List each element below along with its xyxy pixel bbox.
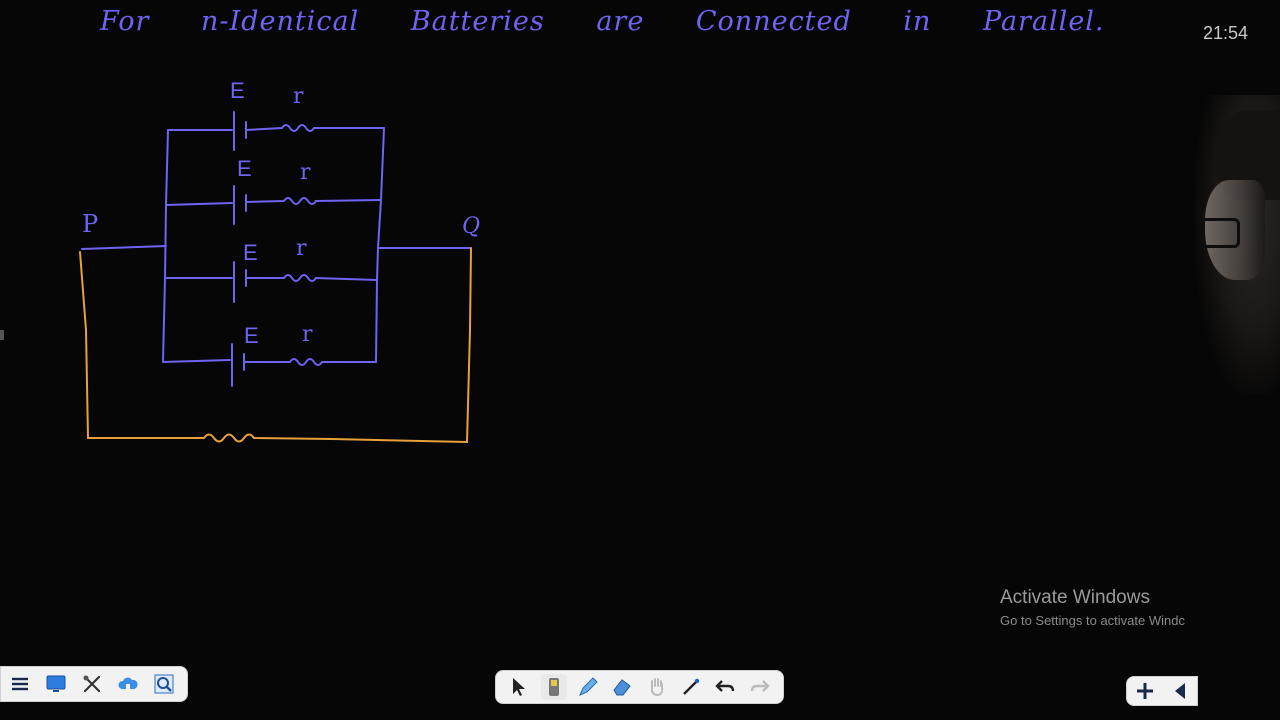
hand-icon — [650, 678, 663, 697]
magnifier-icon — [154, 674, 174, 694]
collapse-left-icon — [1174, 683, 1185, 699]
pen-holder-button[interactable] — [540, 674, 567, 700]
presenter-face — [1205, 180, 1265, 280]
drawing-toolbar — [495, 670, 784, 704]
left-edge-marker — [0, 330, 4, 340]
left-toolbar — [0, 666, 188, 702]
redo-icon — [750, 680, 770, 692]
select-arrow-icon — [513, 678, 526, 696]
pen-tool-button[interactable] — [575, 674, 601, 700]
watermark-subtitle: Go to Settings to activate Windc — [1000, 613, 1185, 628]
label-q: Q — [462, 214, 481, 239]
lead-p-wire — [81, 245, 167, 250]
add-page-icon — [1136, 683, 1153, 699]
right-bus-wire — [375, 127, 385, 363]
tools-icon — [83, 675, 101, 693]
label-emf-3: E — [243, 240, 258, 265]
label-emf-2: E — [237, 156, 252, 181]
clock-time: 21:54 — [1202, 23, 1248, 43]
left-bus-wire — [162, 129, 169, 363]
laser-tool-button[interactable] — [678, 674, 704, 700]
magnifier-button[interactable] — [151, 671, 177, 697]
undo-icon — [715, 680, 735, 692]
label-emf-4: E — [244, 323, 259, 348]
hand-tool-button[interactable] — [644, 674, 670, 700]
menu-button[interactable] — [7, 671, 33, 697]
board-title: For n-Identical Batteries are Connected … — [100, 6, 1105, 37]
tools-button[interactable] — [79, 671, 105, 697]
label-p: P — [82, 210, 99, 238]
external-circuit-wire — [79, 247, 472, 444]
activate-windows-watermark: Activate Windows Go to Settings to activ… — [1000, 587, 1185, 628]
laser-icon — [683, 678, 700, 695]
collapse-button[interactable] — [1167, 678, 1193, 704]
screen-icon — [46, 675, 66, 692]
eraser-tool-button[interactable] — [609, 674, 635, 700]
page-toolbar — [1126, 676, 1198, 706]
pen-holder-icon — [548, 678, 559, 696]
redo-button[interactable] — [747, 674, 773, 700]
label-r-4: r — [302, 322, 313, 347]
label-r-2: r — [300, 160, 311, 185]
watermark-title: Activate Windows — [1000, 587, 1150, 608]
branch-2-wire — [165, 202, 233, 206]
cloud-icon — [118, 677, 138, 691]
screen-button[interactable] — [43, 671, 69, 697]
pen-icon — [578, 677, 598, 696]
label-r-3: r — [296, 236, 307, 261]
select-tool-button[interactable] — [506, 674, 532, 700]
branch-4-wire — [162, 359, 231, 363]
label-emf-1: E — [230, 78, 245, 103]
undo-button[interactable] — [712, 674, 738, 700]
add-page-button[interactable] — [1132, 678, 1158, 704]
menu-icon — [12, 677, 28, 691]
eraser-icon — [613, 679, 632, 696]
cloud-button[interactable] — [115, 671, 141, 697]
presenter-glasses — [1200, 218, 1240, 248]
label-r-1: r — [293, 84, 304, 109]
